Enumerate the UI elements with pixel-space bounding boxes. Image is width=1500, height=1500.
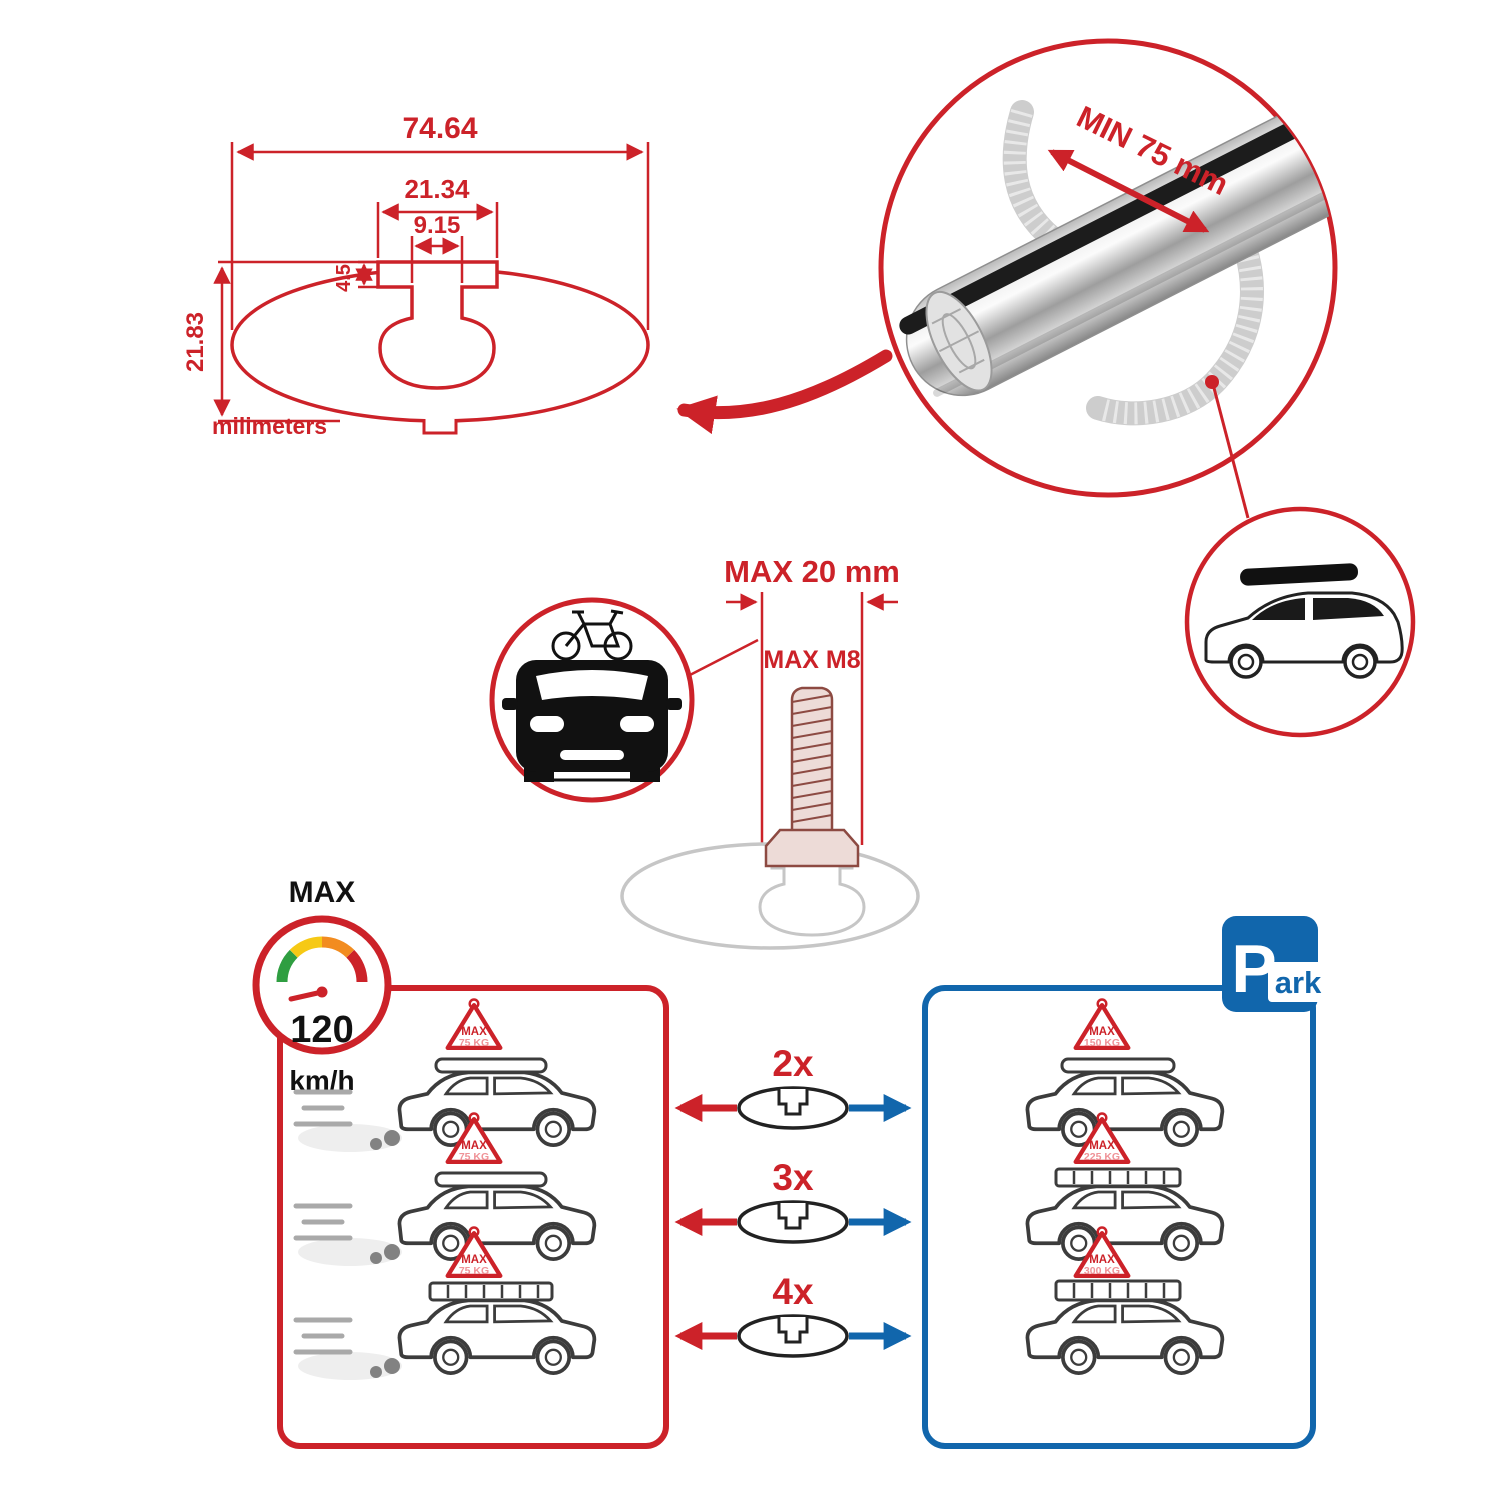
detail-to-drawing-arrow <box>676 349 893 435</box>
label-max-width: MAX 20 mm <box>724 554 900 589</box>
suv-with-roofbox <box>1204 563 1404 679</box>
crossbar-detail-circle: MIN 75 mm <box>878 38 1338 498</box>
driving-car-row-2: MAX 75 KG <box>293 1113 597 1266</box>
speed-gauge-arcs <box>276 936 368 983</box>
bike-on-car-circle <box>489 597 695 803</box>
suv-roofbox-circle <box>1184 506 1416 738</box>
label-slot-width: 9.15 <box>414 212 461 239</box>
label-total-width: 74.64 <box>402 112 477 145</box>
dimension-total-height <box>213 260 377 423</box>
speed-value: 120 <box>290 1009 353 1051</box>
sign-kg: 300 KG <box>1084 1265 1120 1277</box>
bottom-notch <box>422 419 458 435</box>
dimension-channel-width <box>376 202 499 258</box>
sign-max: MAX <box>461 1026 487 1038</box>
profile-icon-slot <box>777 1203 809 1230</box>
detail-to-suv-connector <box>1212 387 1250 519</box>
bolt-head <box>764 828 860 868</box>
roof-box <box>434 1057 548 1074</box>
sign-max: MAX <box>1089 1140 1115 1152</box>
driving-car-row-3: MAX 75 KG <box>293 1227 597 1380</box>
parked-car-row-1: MAX 150 KG <box>1025 999 1225 1147</box>
motion-streaks <box>293 1317 353 1355</box>
roof-basket <box>428 1281 554 1302</box>
roof-box <box>1240 563 1358 586</box>
bicycle <box>551 609 633 661</box>
sign-kg: 150 KG <box>1084 1037 1120 1049</box>
profile-icon-slot <box>777 1089 809 1116</box>
parking-sign-rest: ark <box>1275 965 1322 1000</box>
parking-sign: P ark <box>1222 916 1330 1012</box>
count-label: 2x <box>772 1043 814 1084</box>
bolt-threads <box>791 694 833 823</box>
label-total-height: 21.83 <box>182 312 209 372</box>
bar-count-row-3: 4x <box>674 1271 912 1358</box>
bolt-dimension-lines <box>726 592 898 845</box>
roof-basket <box>1054 1167 1182 1188</box>
roof-box <box>1060 1057 1176 1074</box>
sign-kg: 75 KG <box>459 1151 489 1163</box>
label-unit: milimeters <box>212 413 327 439</box>
sign-max: MAX <box>461 1140 487 1152</box>
bike-circle-connector <box>687 638 759 678</box>
t-bolt <box>764 686 860 868</box>
dimension-slot-width <box>410 236 464 283</box>
speed-max-label: MAX <box>289 876 356 909</box>
profile-icon-slot <box>777 1317 809 1344</box>
driving-car-row-1: MAX 75 KG <box>293 999 597 1152</box>
label-lip-depth: 4.5 <box>333 264 355 292</box>
sign-kg: 75 KG <box>459 1265 489 1277</box>
min-span-arrow <box>1047 149 1210 233</box>
count-label: 4x <box>772 1271 814 1312</box>
sign-max: MAX <box>1089 1254 1115 1266</box>
bolt-dimension-section: MAX 20 mm MAX M8 <box>620 554 920 950</box>
t-slot-channel <box>376 260 499 390</box>
parked-car-row-2: MAX 225 KG <box>1025 1113 1225 1261</box>
dimension-total-width <box>230 142 650 330</box>
sign-max: MAX <box>1089 1026 1115 1038</box>
roof-basket <box>1054 1279 1182 1302</box>
motion-streaks <box>293 1089 353 1127</box>
motion-streaks <box>293 1203 353 1241</box>
label-thread: MAX M8 <box>763 646 860 674</box>
strap-reference-dot <box>1205 375 1219 389</box>
bar-count-row-2: 3x <box>674 1157 912 1244</box>
parked-car-row-3: MAX 300 KG <box>1025 1227 1225 1375</box>
sign-kg: 75 KG <box>459 1037 489 1049</box>
profile-cross-section-diagram: 74.64 21.34 9.15 4.5 21.83 mili <box>182 112 650 439</box>
car-front <box>502 660 682 782</box>
sign-max: MAX <box>461 1254 487 1266</box>
bar-count-row-1: 2x <box>674 1043 912 1130</box>
roof-box <box>434 1171 548 1188</box>
count-label: 3x <box>772 1157 814 1198</box>
sign-kg: 225 KG <box>1084 1151 1120 1163</box>
label-channel-width: 21.34 <box>404 174 470 204</box>
